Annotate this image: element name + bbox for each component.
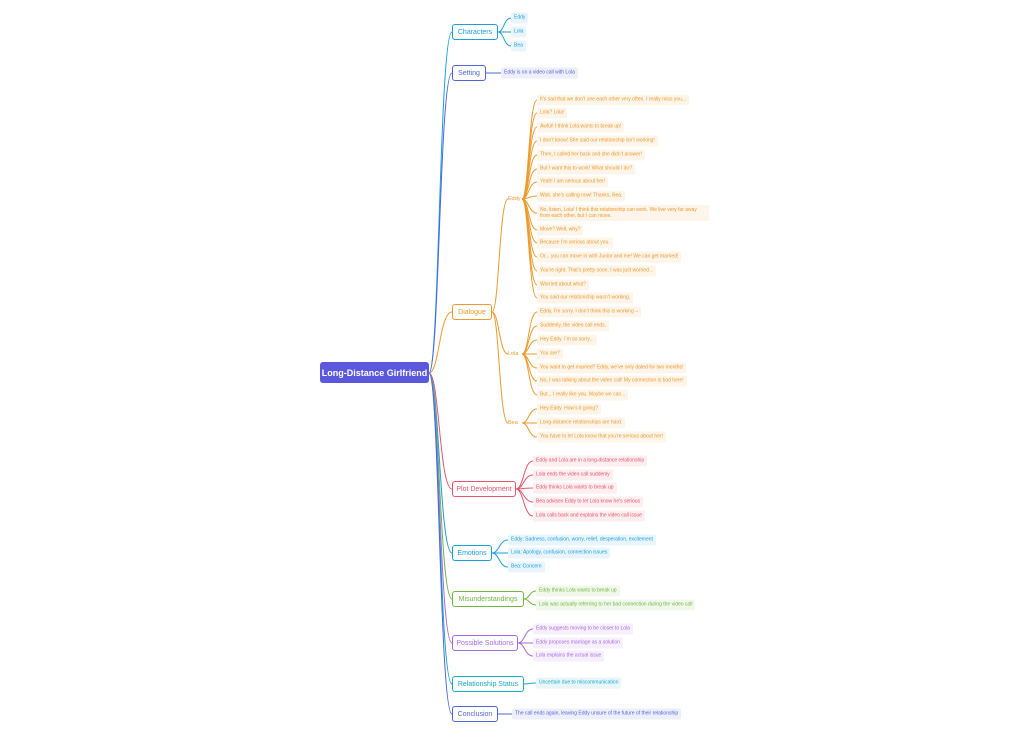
- connector-dialogue-line: [521, 311, 538, 355]
- plot-leaf[interactable]: Bea advises Eddy to let Lola know he's s…: [533, 496, 644, 508]
- dialogue-line[interactable]: No, I was talking about the video call! …: [537, 375, 687, 387]
- connector-characters-leaf: [497, 17, 512, 33]
- connector-conclusion: [428, 372, 453, 715]
- dialogue-line[interactable]: Hey Eddy. How’s it going?: [537, 403, 601, 415]
- dialogue-line[interactable]: Or... you can move in with Junior and me…: [537, 251, 682, 263]
- connector-solutions-leaf: [517, 628, 534, 644]
- misunderstandings-leaf[interactable]: Eddy thinks Lola wants to break up: [536, 585, 620, 597]
- plot-leaf[interactable]: Lola ends the video call suddenly: [533, 469, 613, 481]
- connector-speaker: [491, 198, 509, 313]
- connector-dialogue: [428, 311, 453, 374]
- plot-leaf[interactable]: Eddy and Lola are in a long-distance rel…: [533, 455, 648, 467]
- dialogue-line[interactable]: Yeah! I am serious about her!: [537, 176, 609, 188]
- dialogue-line[interactable]: Move? Well, why?: [537, 224, 584, 236]
- dialogue-line[interactable]: Lola? Lola!: [537, 107, 568, 119]
- dialogue-line[interactable]: You’re right. That’s pretty soon. I was …: [537, 265, 657, 277]
- topic-status[interactable]: Relationship Status: [452, 676, 524, 692]
- topic-conclusion[interactable]: Conclusion: [452, 706, 498, 722]
- connector-misunderstandings-leaf: [523, 598, 537, 606]
- connector-setting: [428, 72, 453, 374]
- dialogue-line[interactable]: You want to get married? Eddy, we’ve onl…: [537, 362, 687, 374]
- topic-setting[interactable]: Setting: [452, 65, 486, 81]
- speaker-bea[interactable]: Bea: [508, 420, 518, 426]
- connector-dialogue-line: [521, 353, 538, 396]
- root-topic[interactable]: Long-Distance Girlfriend: [320, 362, 429, 383]
- emotions-leaf[interactable]: Bea: Concern: [508, 561, 545, 573]
- dialogue-line[interactable]: Eddy, I’m sorry. I don’t think this is w…: [537, 306, 642, 318]
- dialogue-line[interactable]: No, listen, Lola! I think this relations…: [537, 205, 709, 221]
- misunderstandings-leaf[interactable]: Lola was actually referring to her bad c…: [536, 599, 696, 611]
- connector-characters-leaf: [497, 31, 512, 47]
- connector-misunderstandings-leaf: [523, 590, 537, 600]
- connector-dialogue-line: [521, 422, 538, 438]
- characters-leaf[interactable]: Lola: [511, 26, 527, 38]
- conclusion-leaf[interactable]: The call ends again, leaving Eddy unsure…: [512, 708, 682, 720]
- dialogue-line[interactable]: But... I really like you. Maybe we can..…: [537, 389, 629, 401]
- connector-plot: [428, 372, 453, 490]
- topic-solutions[interactable]: Possible Solutions: [452, 635, 518, 651]
- speaker-lola[interactable]: Lola: [508, 351, 519, 357]
- connector-status-leaf: [523, 682, 537, 685]
- characters-leaf[interactable]: Bea: [511, 40, 526, 52]
- solutions-leaf[interactable]: Lola explains the actual issue: [533, 650, 605, 662]
- dialogue-line[interactable]: Suddenly, the video call ends.: [537, 320, 610, 332]
- dialogue-line[interactable]: You have to let Lola know that you’re se…: [537, 431, 666, 443]
- dialogue-line[interactable]: Long-distance relationships are hard.: [537, 417, 626, 429]
- topic-emotions[interactable]: Emotions: [452, 545, 492, 561]
- dialogue-line[interactable]: Worried about what?: [537, 279, 590, 291]
- connector-speaker: [491, 311, 509, 424]
- dialogue-line[interactable]: I don’t know! She said our relationship …: [537, 135, 658, 147]
- setting-leaf[interactable]: Eddy is on a video call with Lola: [501, 67, 578, 79]
- connector-dialogue-line: [521, 198, 538, 299]
- speaker-eddy[interactable]: Eddy: [508, 196, 521, 202]
- connector-dialogue-line: [521, 408, 538, 424]
- dialogue-line[interactable]: Wait, she’s calling now! Thanks, Bea.: [537, 190, 626, 202]
- topic-misunderstandings[interactable]: Misunderstandings: [452, 591, 524, 607]
- topic-dialogue[interactable]: Dialogue: [452, 304, 492, 320]
- plot-leaf[interactable]: Eddy thinks Lola wants to break up: [533, 482, 617, 494]
- connector-emotions-leaf: [491, 539, 509, 554]
- dialogue-line[interactable]: It’s sad that we don’t see each other ve…: [537, 94, 690, 106]
- characters-leaf[interactable]: Eddy: [511, 12, 529, 24]
- status-leaf[interactable]: Uncertain due to miscommunication: [536, 677, 622, 689]
- connector-plot-leaf: [515, 488, 534, 517]
- dialogue-line[interactable]: Hey Eddy. I’m so sorry...: [537, 334, 597, 346]
- connector-solutions-leaf: [517, 642, 534, 657]
- dialogue-line[interactable]: Then, I called her back and she didn’t a…: [537, 149, 646, 161]
- emotions-leaf[interactable]: Lola: Apology, confusion, connection iss…: [508, 547, 611, 559]
- topic-plot[interactable]: Plot Development: [452, 481, 516, 497]
- solutions-leaf[interactable]: Eddy proposes marriage as a solution: [533, 637, 623, 649]
- topic-characters[interactable]: Characters: [452, 24, 498, 40]
- plot-leaf[interactable]: Lola calls back and explains the video c…: [533, 510, 645, 522]
- dialogue-line[interactable]: Awful! I think Lola wants to break up!: [537, 121, 625, 133]
- dialogue-line[interactable]: But I want this to work! What should I d…: [537, 163, 635, 175]
- solutions-leaf[interactable]: Eddy suggests moving to be closer to Lol…: [533, 623, 633, 635]
- emotions-leaf[interactable]: Eddy: Sadness, confusion, worry, relief,…: [508, 534, 656, 546]
- dialogue-line[interactable]: Because I’m serious about you.: [537, 237, 613, 249]
- dialogue-line[interactable]: You are?: [537, 348, 563, 360]
- dialogue-line[interactable]: You said our relationship wasn’t working…: [537, 292, 634, 304]
- connector-emotions-leaf: [491, 552, 509, 568]
